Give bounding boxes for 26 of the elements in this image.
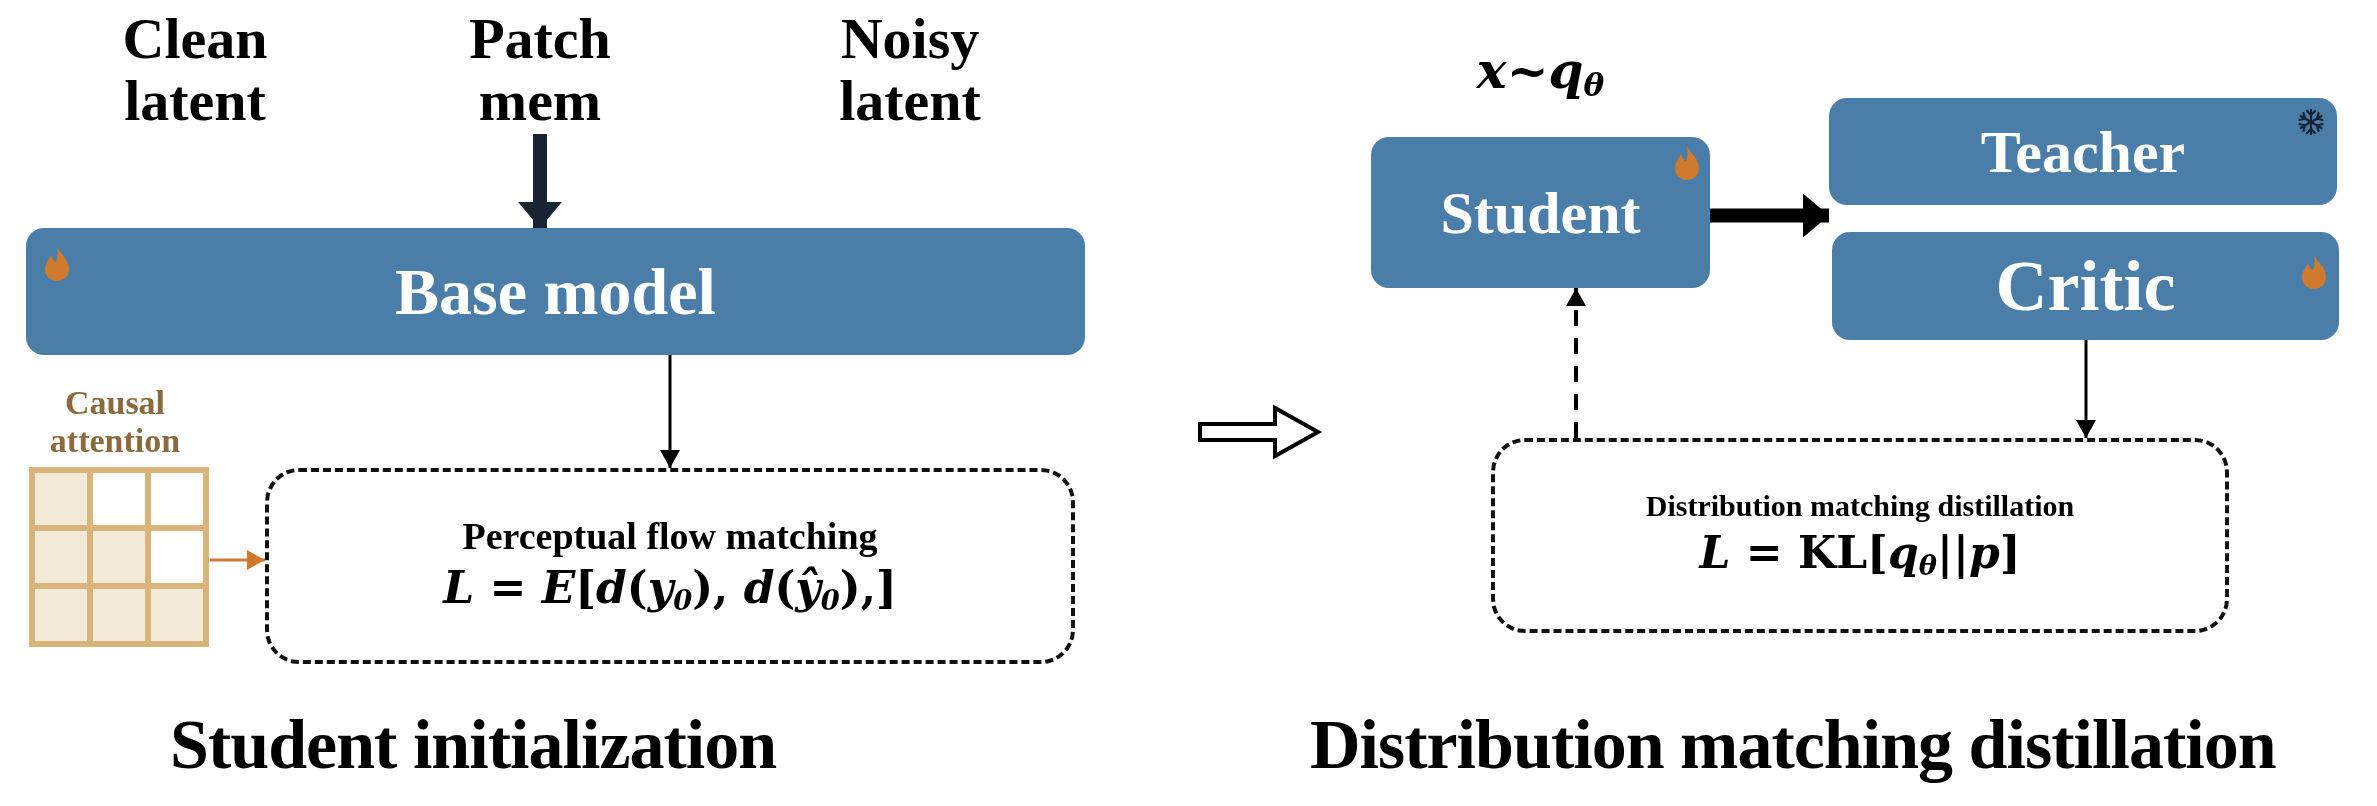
box-label: Base model	[395, 258, 716, 325]
input-label: Noisy latent	[838, 8, 982, 132]
loss-formula: L = E[d(y$_{0}$), d(ŷ$_{0}$),]	[443, 563, 897, 617]
box-label: Critic	[1995, 250, 2176, 322]
model-box	[1371, 137, 1710, 288]
input-label: Clean latent	[121, 8, 269, 132]
arrow	[2076, 340, 2096, 438]
loss-formula: L = KL[q$_{θ}$||p]	[1699, 528, 2021, 582]
sample-formula: x~q$_{θ}$	[1475, 42, 1606, 104]
box-label: Student	[1440, 182, 1641, 243]
dashed-arrow	[1566, 288, 1586, 438]
loss-box	[1491, 438, 2229, 633]
arrow	[1710, 193, 1829, 238]
loss-title: Perceptual flow matching	[462, 515, 878, 558]
arrow	[518, 134, 562, 228]
input-label: Patch mem	[455, 8, 625, 134]
arrow	[660, 355, 680, 468]
loss-box	[265, 468, 1075, 664]
section-title: Student initialization	[170, 710, 777, 780]
model-box	[1832, 232, 2339, 340]
model-box	[1829, 98, 2337, 205]
arrow	[210, 550, 265, 570]
loss-title: Distribution matching distillation	[1645, 489, 2075, 523]
grid-heading: Causal attention	[48, 384, 182, 460]
box-label: Teacher	[1980, 121, 2186, 182]
model-box	[26, 228, 1085, 355]
